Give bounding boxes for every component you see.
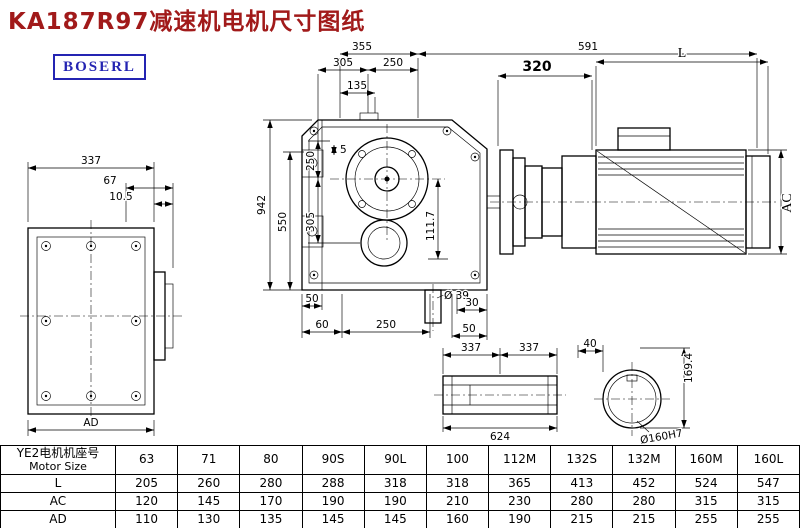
dim-60: 60 (315, 319, 328, 331)
table-cell: 318 (425, 474, 490, 493)
brand-logo: BOSERL (53, 54, 146, 80)
table-cell: 120 (114, 492, 179, 511)
size-col-63: 63 (114, 445, 179, 475)
size-col-160L: 160L (736, 445, 800, 475)
table-cell: 215 (612, 510, 676, 528)
dim-250-top: 250 (383, 57, 403, 69)
size-col-80: 80 (239, 445, 303, 475)
table-cell: 210 (425, 492, 490, 511)
table-cell: 413 (550, 474, 614, 493)
table-cell: 170 (239, 492, 303, 511)
dim-left-ad: AD (83, 417, 98, 429)
row-label-L: L (0, 474, 116, 493)
table-cell: 280 (612, 492, 676, 511)
table-cell: 135 (239, 510, 303, 528)
table-cell: 547 (736, 474, 800, 493)
size-col-90S: 90S (301, 445, 365, 475)
table-cell: 205 (114, 474, 179, 493)
table-cell: 280 (550, 492, 614, 511)
bolt-holes (41, 241, 141, 401)
table-row-AC: AC 120 145 170 190 190 210 230 280 280 3… (0, 492, 800, 511)
table-cell: 452 (612, 474, 676, 493)
dim-111-7: 111.7 (425, 211, 437, 241)
dim-355: 355 (352, 41, 372, 53)
table-cell: 315 (674, 492, 738, 511)
table-row-L: L 205 260 280 288 318 318 365 413 452 52… (0, 474, 800, 493)
table-cell: 255 (736, 510, 800, 528)
dim-30: 30 (465, 297, 478, 309)
table-cell: 524 (674, 474, 738, 493)
dim-591: 591 (578, 41, 598, 53)
dim-169-4: 169.4 (683, 353, 695, 383)
shaft-section-drawing: 40 169.4 Ø160H7 (577, 337, 696, 445)
row-label-AC: AC (0, 492, 116, 511)
dim-50-left: 50 (305, 293, 318, 305)
shaft-view-drawing: 337 337 624 (434, 341, 566, 444)
table-cell: 280 (239, 474, 303, 493)
dim-50-right: 50 (462, 323, 475, 335)
table-cell: 255 (674, 510, 738, 528)
keyway (626, 374, 638, 382)
table-cell: 110 (114, 510, 179, 528)
dim-320: 320 (522, 59, 551, 75)
dim-dia39: Ø 39 (444, 290, 469, 302)
dim-550: 550 (277, 212, 289, 232)
size-col-132S: 132S (550, 445, 614, 475)
dim-250-bottom: 250 (376, 319, 396, 331)
dim-dia160H7: Ø160H7 (639, 427, 683, 445)
technical-drawing: 337 67 10.5 AD (20, 40, 796, 445)
size-col-132M: 132M (612, 445, 676, 475)
dim-135: 135 (347, 80, 367, 92)
table-row-AD: AD 110 130 135 145 145 160 190 215 215 2… (0, 510, 800, 528)
dim-motor-L: L (678, 46, 687, 61)
motor-view-drawing: 320 L AC (486, 45, 796, 255)
table-cell: 315 (736, 492, 800, 511)
table-cell: 130 (177, 510, 241, 528)
housing-bolts (309, 126, 480, 280)
dim-left-width: 337 (81, 155, 101, 167)
row-label-AD: AD (0, 510, 116, 528)
table-cell: 145 (177, 492, 241, 511)
size-col-90L: 90L (363, 445, 427, 475)
dim-250-left: 250 (305, 151, 317, 171)
fan-cowl (745, 155, 771, 249)
lower-bore (360, 219, 408, 267)
dim-40: 40 (583, 338, 596, 350)
terminal-box (617, 127, 671, 151)
motor-size-header-en: Motor Size (29, 459, 87, 473)
motor-size-header-cn: YE2电机机座号 (16, 445, 100, 460)
dim-337-b: 337 (519, 342, 539, 354)
motor-size-header: YE2电机机座号 Motor Size (0, 445, 116, 475)
table-cell: 190 (488, 510, 552, 528)
dim-305-top: 305 (333, 57, 353, 69)
table-header-row: YE2电机机座号 Motor Size 63 71 80 90S 90L 100… (0, 445, 800, 475)
table-cell: 365 (488, 474, 552, 493)
table-cell: 215 (550, 510, 614, 528)
size-col-71: 71 (177, 445, 241, 475)
page-title: KA187R97减速机电机尺寸图纸 (8, 9, 366, 35)
size-col-160M: 160M (674, 445, 738, 475)
table-cell: 145 (301, 510, 365, 528)
dim-5: 5 (340, 144, 347, 156)
main-view-drawing: Ø 39 355 591 305 250 135 942 550 250 5 3… (255, 40, 758, 340)
left-view-drawing: 337 67 10.5 AD (20, 154, 182, 436)
dim-left-offset: 67 (103, 175, 116, 187)
dim-624: 624 (490, 431, 510, 443)
dim-motor-AC: AC (780, 193, 795, 212)
dim-942: 942 (256, 195, 268, 215)
size-col-100: 100 (425, 445, 490, 475)
table-cell: 145 (363, 510, 427, 528)
table-cell: 190 (301, 492, 365, 511)
table-cell: 260 (177, 474, 241, 493)
dim-left-lip: 10.5 (109, 191, 132, 203)
table-cell: 288 (301, 474, 365, 493)
size-col-112M: 112M (488, 445, 552, 475)
table-cell: 190 (363, 492, 427, 511)
dim-305-left: 305 (305, 212, 317, 232)
table-cell: 160 (425, 510, 490, 528)
table-cell: 318 (363, 474, 427, 493)
table-cell: 230 (488, 492, 552, 511)
dim-337-a: 337 (461, 342, 481, 354)
motor-dimension-table: YE2电机机座号 Motor Size 63 71 80 90S 90L 100… (0, 445, 800, 528)
